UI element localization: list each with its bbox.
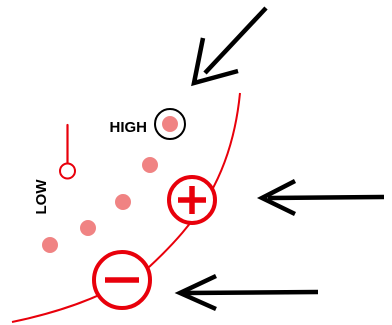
low-label: LOW <box>33 179 50 215</box>
plus-sign-icon <box>167 175 217 225</box>
thermometer-icon <box>59 123 76 180</box>
particle-dot <box>80 220 96 236</box>
arrow-middle <box>256 178 385 217</box>
arrow-bottom <box>174 273 319 312</box>
particle-dot <box>162 116 178 132</box>
arrow-top <box>191 6 268 87</box>
particle-dot <box>142 157 158 173</box>
high-label: HIGH <box>110 119 148 136</box>
particle-dot <box>42 237 58 253</box>
particle-dot <box>115 194 131 210</box>
high-particle-outline <box>154 108 186 140</box>
minus-sign-icon <box>92 250 152 310</box>
